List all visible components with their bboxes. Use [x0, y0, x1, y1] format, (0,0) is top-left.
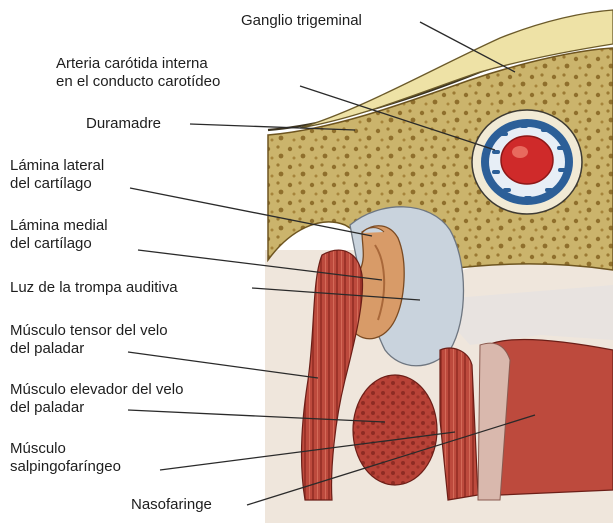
label-arteria-carotida: Arteria carótida interna en el conducto …	[56, 55, 220, 91]
label-elevador-line2: del paladar	[10, 399, 183, 417]
label-lamina-medial-line2: del cartílago	[10, 235, 108, 253]
label-ganglio-trigeminal: Ganglio trigeminal	[241, 12, 362, 30]
label-lamina-lateral-line1: Lámina lateral	[10, 157, 104, 175]
label-duramadre: Duramadre	[86, 115, 161, 133]
label-tensor-velo: Músculo tensor del velo del paladar	[10, 322, 168, 358]
salpingopharyngeus-muscle	[440, 348, 478, 500]
label-lamina-lateral: Lámina lateral del cartílago	[10, 157, 104, 193]
label-tensor-line1: Músculo tensor del velo	[10, 322, 168, 340]
label-salpingo-line1: Músculo	[10, 440, 121, 458]
label-ganglio-text: Ganglio trigeminal	[241, 12, 362, 29]
label-salpingo-line2: salpingofaríngeo	[10, 458, 121, 476]
label-luz-trompa: Luz de la trompa auditiva	[10, 279, 178, 297]
label-duramadre-text: Duramadre	[86, 115, 161, 132]
internal-carotid-artery	[472, 110, 582, 214]
label-lamina-medial-line1: Lámina medial	[10, 217, 108, 235]
label-salpingofaringeo: Músculo salpingofaríngeo	[10, 440, 121, 476]
label-luz-text: Luz de la trompa auditiva	[10, 279, 178, 296]
label-tensor-line2: del paladar	[10, 340, 168, 358]
label-lamina-lateral-line2: del cartílago	[10, 175, 104, 193]
label-elevador-velo: Músculo elevador del velo del paladar	[10, 381, 183, 417]
label-lamina-medial: Lámina medial del cartílago	[10, 217, 108, 253]
label-elevador-line1: Músculo elevador del velo	[10, 381, 183, 399]
label-nasofaringe-text: Nasofaringe	[131, 496, 212, 513]
label-nasofaringe: Nasofaringe	[131, 496, 212, 514]
label-arteria-line1: Arteria carótida interna	[56, 55, 220, 73]
nasopharynx-wall	[478, 340, 613, 500]
label-arteria-line2: en el conducto carotídeo	[56, 73, 220, 91]
